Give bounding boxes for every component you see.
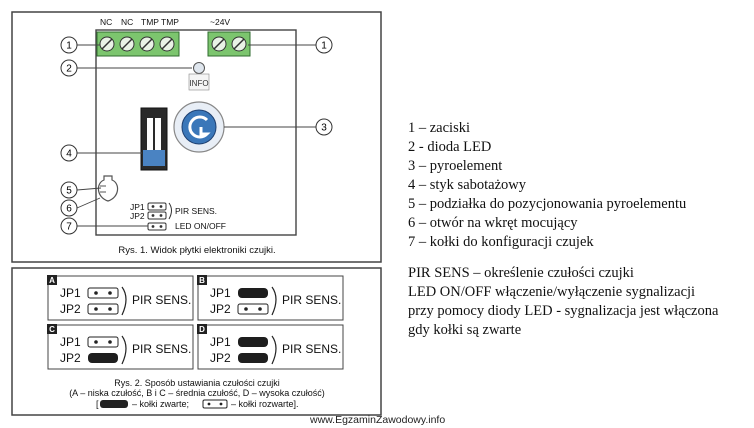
jp2-jumper-closed	[238, 353, 268, 363]
panel-letter-badge	[47, 324, 57, 334]
jp1-label: JP1	[60, 335, 81, 349]
brace	[271, 286, 277, 316]
callout-circle: 3	[315, 118, 333, 136]
brace	[121, 335, 127, 365]
legend-item: 4 – styk sabotażowy	[408, 177, 526, 193]
notes: PIR SENS – określenie czułości czujki LE…	[408, 264, 754, 340]
closed-jumper-sample	[100, 400, 128, 408]
jp2-label: JP2	[60, 302, 81, 316]
svg-text:1: 1	[321, 41, 327, 52]
svg-text:4: 4	[66, 149, 72, 160]
site-footer: www.EgzaminZawodowy.info	[310, 414, 446, 426]
panel-letter: A	[49, 276, 55, 285]
legend-item: 3 – pyroelement	[408, 158, 503, 174]
note-line: przy pomocy diody LED - sygnalizacja jes…	[408, 303, 719, 319]
jp1-label: JP1	[210, 286, 231, 300]
jp2-label: JP2	[210, 351, 231, 365]
callout-circle: 4	[60, 144, 78, 162]
terminal-label: NC	[100, 17, 112, 27]
pcb-jumpers	[147, 202, 172, 231]
pir-sens-label: PIR SENS.	[132, 293, 191, 307]
svg-text:2: 2	[66, 64, 72, 75]
note-line: LED ON/OFF włączenie/wyłączenie sygnaliz…	[408, 284, 696, 300]
jp2-label: JP2	[60, 351, 81, 365]
jp1-label: JP1	[60, 286, 81, 300]
terminal-label: NC	[121, 17, 133, 27]
legend-item: 2 - dioda LED	[408, 139, 492, 155]
component-legend: 1 – zaciski 2 - dioda LED 3 – pyroelemen…	[408, 119, 754, 252]
jp2-label: JP2	[130, 211, 145, 221]
figure2-caption-open: – kołki rozwarte].	[231, 399, 299, 409]
panel-letter: D	[199, 325, 205, 334]
callout-circle: 2	[60, 59, 78, 77]
svg-text:5: 5	[66, 186, 72, 197]
jp2-label: JP2	[210, 302, 231, 316]
jp1-jumper-open	[87, 336, 119, 348]
terminal-screws-left	[99, 36, 175, 52]
callout-circle: 5	[60, 181, 78, 199]
svg-text:6: 6	[66, 204, 72, 215]
callouts: 1 2 3 4 5 6 7 1	[60, 36, 333, 235]
tamper-switch	[140, 107, 168, 171]
callout-circle: 1	[60, 36, 78, 54]
callout-circle: 6	[60, 199, 78, 217]
caption-bracket: [	[96, 399, 99, 409]
legend-item: 6 – otwór na wkręt mocujący	[408, 215, 578, 231]
svg-text:1: 1	[66, 41, 72, 52]
jp1-jumper-closed	[238, 337, 268, 347]
jp1-jumper-closed	[238, 288, 268, 298]
terminal-label: ~24V	[210, 17, 230, 27]
pir-sens-label: PIR SENS.	[282, 293, 341, 307]
legend-item: 1 – zaciski	[408, 120, 471, 136]
jp2-jumper-open	[87, 303, 119, 315]
terminal-label: TMP	[141, 17, 159, 27]
mounting-hole	[97, 175, 119, 202]
pyroelement-lens	[181, 109, 217, 145]
svg-text:7: 7	[66, 222, 72, 233]
brace	[271, 335, 277, 365]
legend-item: 7 – kołki do konfiguracji czujek	[408, 234, 594, 250]
jp1-jumper-open	[87, 287, 119, 299]
jp2-jumper-open	[237, 303, 269, 315]
figure1-caption: Rys. 1. Widok płytki elektroniki czujki.	[118, 245, 275, 256]
callout-circle: 1	[315, 36, 333, 54]
figure2-caption-line1: Rys. 2. Sposób ustawiania czułości czujk…	[114, 378, 280, 388]
pyroelement-logo-icon	[188, 115, 211, 139]
jp1-label: JP1	[130, 202, 145, 212]
pir-sens-label: PIR SENS.	[175, 206, 217, 216]
brace	[121, 286, 127, 316]
figure2-caption-closed: – kołki zwarte;	[132, 399, 189, 409]
callout-lines	[76, 44, 316, 227]
jp2-jumper-closed	[88, 353, 118, 363]
panel-letter-badge	[197, 275, 207, 285]
jp1-label: JP1	[210, 335, 231, 349]
panel-letter-badge	[197, 324, 207, 334]
svg-text:3: 3	[321, 123, 327, 134]
note-line: PIR SENS – określenie czułości czujki	[408, 265, 634, 281]
open-jumper-sample	[202, 399, 228, 409]
led-onoff-label: LED ON/OFF	[175, 221, 226, 231]
note-line: gdy kołki są zwarte	[408, 322, 522, 338]
pir-sens-label: PIR SENS.	[282, 342, 341, 356]
callout-circle: 7	[60, 217, 78, 235]
legend-item: 5 – podziałka do pozycjonowania pyroelem…	[408, 196, 687, 212]
panel-letter-badge	[47, 275, 57, 285]
info-label-box	[188, 73, 210, 91]
pir-sens-label: PIR SENS.	[132, 342, 191, 356]
led-diode	[193, 62, 205, 74]
terminal-label: TMP	[161, 17, 179, 27]
figure2-caption-line2: (A – niska czułość, B i C – średnia czuł…	[69, 388, 325, 398]
info-label: INFO	[189, 79, 208, 88]
terminal-screws-right	[211, 36, 247, 52]
panel-letter: B	[199, 276, 205, 285]
panel-letter: C	[49, 325, 55, 334]
